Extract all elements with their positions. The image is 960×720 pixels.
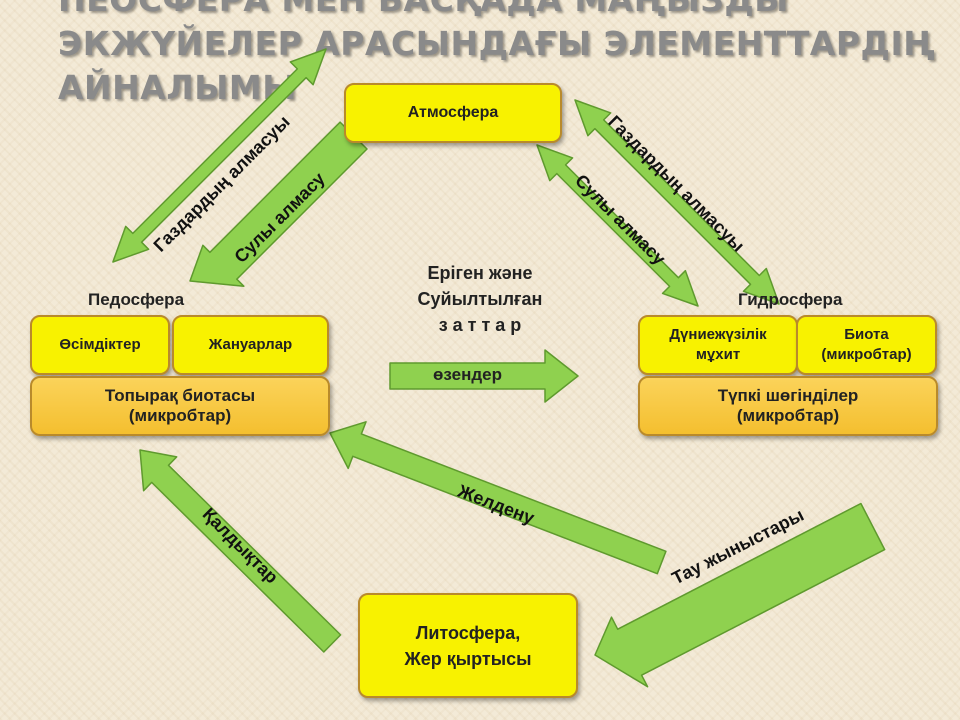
title-line-1: ПЕОСФЕРА МЕН БАСҚАДА МАҢЫЗДЫ <box>58 0 938 22</box>
lithosphere-box: Литосфера, Жер қыртысы <box>358 593 578 698</box>
pedosphere-label: Педосфера <box>88 290 185 309</box>
arrow-gas-exchange-left <box>112 48 327 263</box>
title-line-3: АЙНАЛЫМЫ <box>58 68 297 107</box>
dissolved-line-2: Суйылтылған <box>417 289 543 309</box>
bottom-sediments-line-1: Түпкі шөгінділер <box>717 386 859 405</box>
biota-line-1: Биота <box>844 326 889 343</box>
arrow-rocks <box>594 502 886 688</box>
plants-label: Өсімдіктер <box>59 336 141 353</box>
lithosphere-line-2: Жер қыртысы <box>404 648 532 669</box>
soil-biota-box: Топырақ биотасы (микробтар) <box>30 376 330 436</box>
page-title: ПЕОСФЕРА МЕН БАСҚАДА МАҢЫЗДЫ ЭКЖҮЙЕЛЕР А… <box>58 0 938 110</box>
rivers-label: өзендер <box>433 365 502 384</box>
dissolved-line-1: Еріген және <box>427 263 533 283</box>
soil-biota-line-2: (микробтар) <box>128 406 232 425</box>
soil-biota-line-1: Топырақ биотасы <box>104 386 256 405</box>
biota-box: Биота (микробтар) <box>796 315 937 375</box>
atmosphere-box: Атмосфера <box>344 83 562 143</box>
bottom-sediments-box: Түпкі шөгінділер (микробтар) <box>638 376 938 436</box>
world-ocean-box: Дүниежүзілік мұхит <box>638 315 798 375</box>
dissolved-line-3: з а т т а р <box>438 315 522 335</box>
lithosphere-line-1: Литосфера, <box>415 622 521 643</box>
dissolved-substances-label: Еріген және Суйылтылған з а т т а р <box>380 260 580 338</box>
animals-box: Жануарлар <box>172 315 329 375</box>
biota-line-2: (микробтар) <box>821 346 912 363</box>
arrow-remains <box>139 449 342 653</box>
plants-box: Өсімдіктер <box>30 315 170 375</box>
arrow-rivers <box>389 349 579 403</box>
arrow-water-exchange-right <box>536 144 699 307</box>
world-ocean-line-1: Дүниежүзілік <box>669 326 767 343</box>
arrow-gas-exchange-right <box>574 99 780 305</box>
world-ocean-line-2: мұхит <box>695 346 741 363</box>
title-line-2: ЭКЖҮЙЕЛЕР АРАСЫНДАҒЫ ЭЛЕМЕНТТАРДІҢ <box>58 24 936 63</box>
hydrosphere-label: Гидросфера <box>738 290 843 309</box>
arrow-weathering <box>329 421 667 575</box>
atmosphere-label: Атмосфера <box>407 104 499 121</box>
animals-label: Жануарлар <box>208 336 293 353</box>
bottom-sediments-line-2: (микробтар) <box>736 406 840 425</box>
